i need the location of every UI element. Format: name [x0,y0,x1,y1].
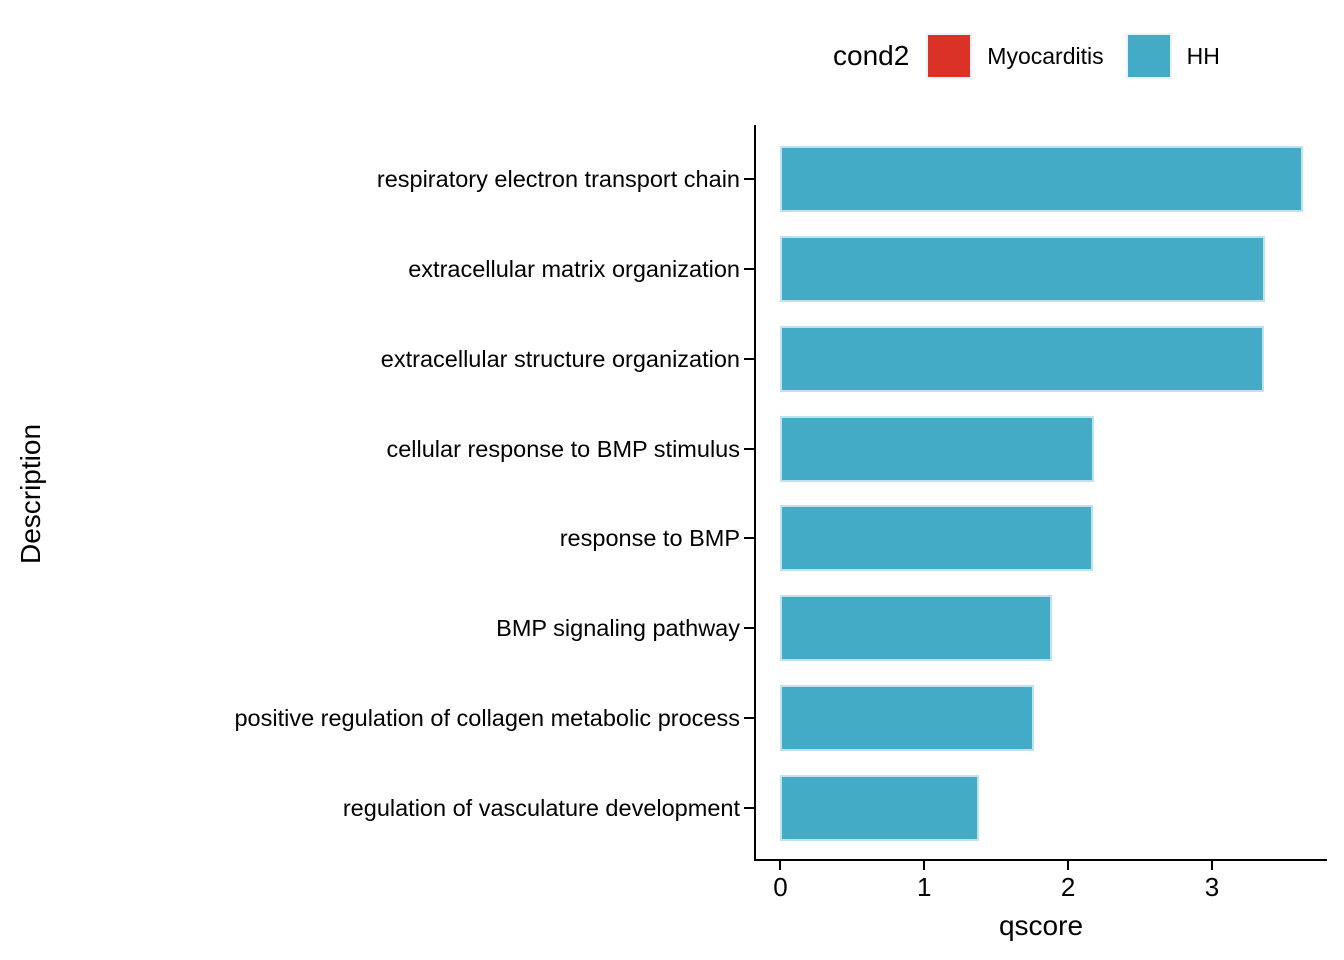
x-axis-label-3: 3 [1204,872,1220,902]
bar-0 [780,146,1303,212]
bar-5 [780,595,1053,662]
y-axis-tick [744,807,754,810]
y-axis-line [754,125,756,861]
y-axis-label-4: response to BMP [559,525,740,552]
x-axis-tick [1210,861,1213,870]
y-axis-label-3: cellular response to BMP stimulus [386,435,740,462]
bar-3 [780,415,1094,482]
legend-title: cond2 [833,40,910,71]
bar-7 [780,775,979,842]
y-axis-tick [744,357,754,360]
y-axis-label-1: extracellular matrix organization [408,255,740,282]
x-axis-label-2: 2 [1060,872,1076,902]
y-axis-tick [744,447,754,450]
y-axis-title: Description [15,423,46,565]
x-axis-tick [779,861,782,870]
y-axis-label-7: regulation of vasculature development [342,795,740,822]
bar-6 [780,685,1034,752]
x-axis-line [754,859,1327,861]
y-axis-tick [744,178,754,180]
x-axis-label-1: 1 [917,872,932,902]
y-axis-label-2: extracellular structure organization [380,345,740,372]
y-axis-tick [744,267,754,270]
legend-label-hh: HH [1186,42,1220,69]
y-axis-label-6: positive regulation of collagen metaboli… [234,705,740,732]
bar-2 [780,325,1264,392]
legend-swatch-hh [1125,33,1172,79]
y-axis-tick [744,537,754,540]
legend-label-myocarditis: Myocarditis [987,42,1104,69]
x-axis-tick [1067,861,1070,870]
x-axis-label-0: 0 [773,872,788,902]
bar-4 [780,505,1093,572]
x-axis-tick [923,861,926,870]
y-axis-label-0: respiratory electron transport chain [376,166,740,192]
legend-swatch-myocarditis [926,33,973,79]
bar-1 [780,235,1266,302]
y-axis-tick [744,717,754,720]
x-axis-title: qscore [998,910,1084,941]
legend: cond2 Myocarditis HH [833,31,1220,81]
y-axis-tick [744,627,754,630]
y-axis-label-5: BMP signaling pathway [496,615,740,642]
